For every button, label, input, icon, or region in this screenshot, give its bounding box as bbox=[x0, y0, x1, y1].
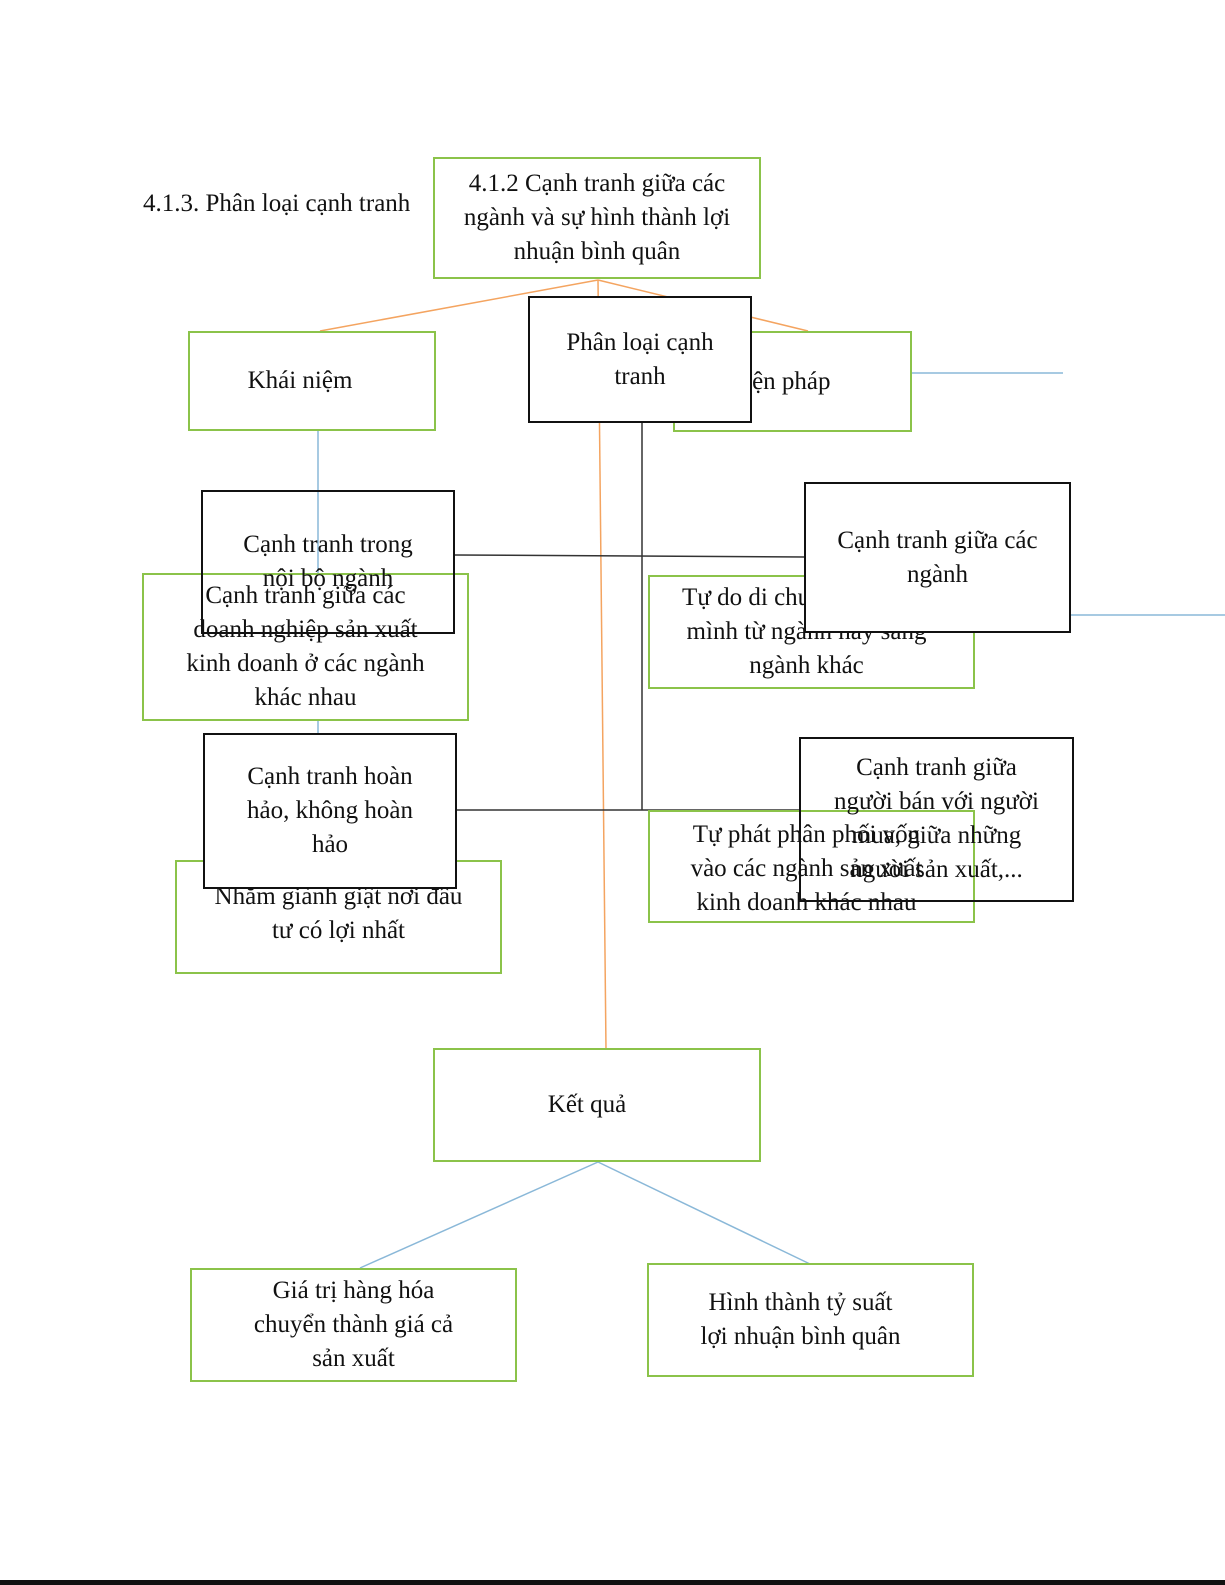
node-khai-niem: Khái niệm bbox=[188, 331, 436, 431]
node-khai-niem-detail: Cạnh tranh giữa các doanh nghiệp sản xuấ… bbox=[142, 573, 469, 721]
node-giua-cac-nganh: Cạnh tranh giữa các ngành bbox=[804, 482, 1071, 633]
connector-noi-bo-giua bbox=[454, 554, 806, 558]
node-noi-bo-nganh: Cạnh tranh trong nội bộ ngành bbox=[201, 490, 455, 634]
node-phan-loai: Phân loại cạnh tranh bbox=[528, 296, 752, 423]
node-ket-qua: Kết quả bbox=[433, 1048, 761, 1162]
node-ban-mua: Cạnh tranh giữa người bán với người mua,… bbox=[799, 737, 1074, 902]
node-bien-phap-2: Tự phát phân phối vốn vào các ngành sản … bbox=[648, 810, 975, 923]
node-ty-suat: Hình thành tỷ suất lợi nhuận bình quân bbox=[647, 1263, 974, 1377]
connector-ket-qua-ty-suat bbox=[597, 1161, 811, 1265]
connector-root-khai-niem bbox=[319, 279, 599, 332]
node-root: 4.1.2 Cạnh tranh giữa các ngành và sự hì… bbox=[433, 157, 761, 279]
page-bottom-rule bbox=[0, 1580, 1225, 1585]
section-heading: 4.1.3. Phân loại cạnh tranh bbox=[143, 190, 411, 217]
connector-ket-qua-gia-tri bbox=[359, 1161, 599, 1269]
node-hoan-hao: Cạnh tranh hoàn hảo, không hoàn hảo bbox=[203, 733, 457, 889]
node-gia-tri: Giá trị hàng hóa chuyển thành giá cả sản… bbox=[190, 1268, 517, 1382]
